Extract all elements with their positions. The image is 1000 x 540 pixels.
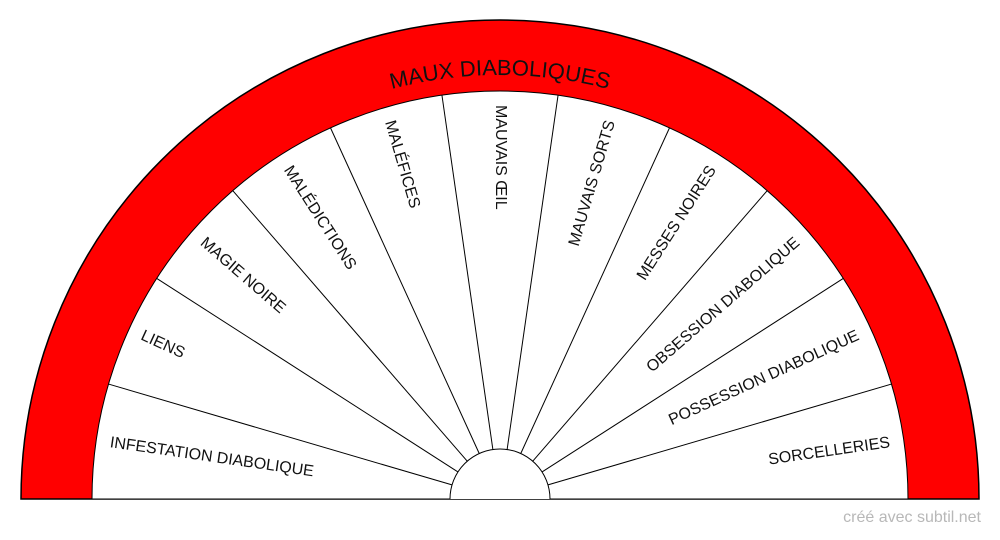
sector-label-mauvais-oeil: MAUVAIS ŒIL [492, 105, 509, 210]
sector-divider [108, 383, 453, 486]
sector-divider [532, 190, 768, 462]
sector-dividers [108, 95, 892, 486]
center-hub [449, 448, 551, 500]
sector-divider [520, 127, 670, 454]
sector-divider [506, 95, 559, 450]
credit-text: créé avec subtil.net [843, 509, 981, 526]
sector-divider [547, 383, 892, 486]
sector-divider [541, 277, 844, 473]
sector-divider [156, 277, 459, 473]
sector-divider [330, 127, 480, 454]
sector-divider [232, 190, 468, 462]
sector-divider [441, 95, 494, 450]
sector-area [91, 90, 909, 500]
